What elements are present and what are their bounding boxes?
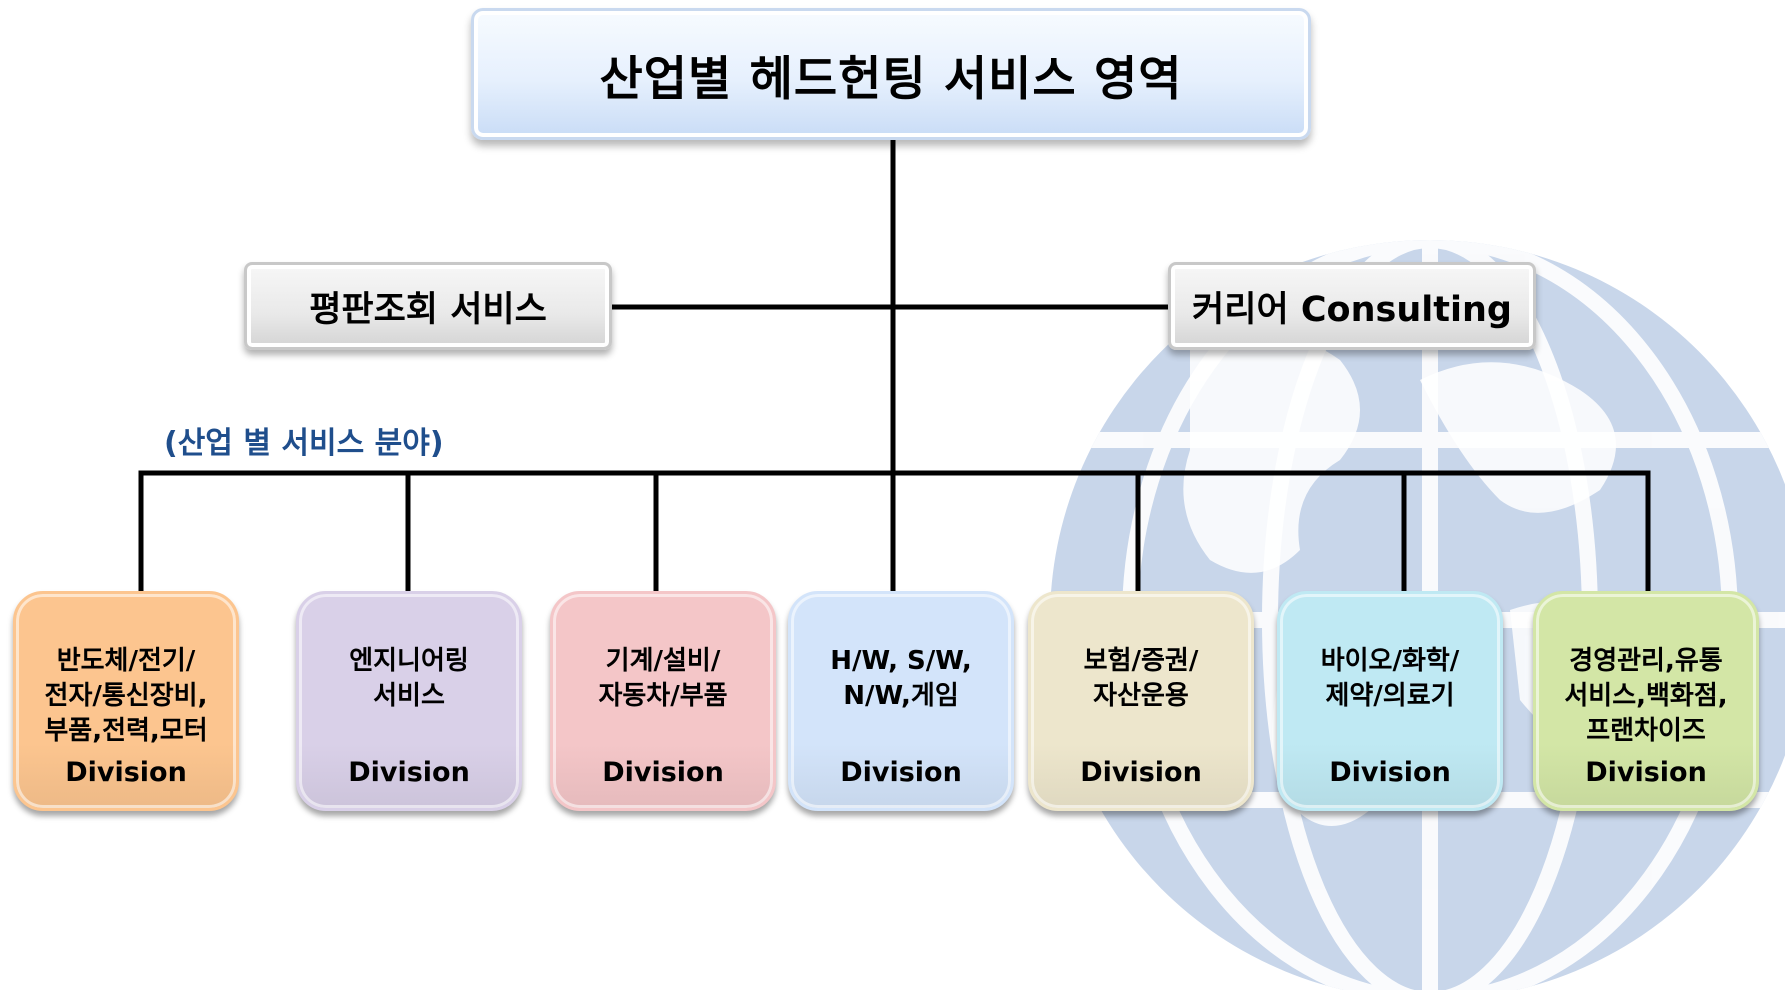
reputation-check-box: 평판조회 서비스 [244,262,612,350]
division-fields: 바이오/화학/ 제약/의료기 [1320,646,1460,711]
division-fields: 엔지니어링 서비스 [349,646,469,711]
title-text: 산업별 헤드헌팅 서비스 영역 [599,51,1183,107]
division-fields: 기계/설비/ 자동차/부품 [598,646,728,711]
division-box-machinery: 기계/설비/ 자동차/부품 Division [550,591,776,811]
career-consulting-box: 커리어 Consulting [1168,262,1536,350]
division-fields: 보험/증권/ 자산운용 [1083,646,1199,711]
title-box: 산업별 헤드헌팅 서비스 영역 [471,8,1311,140]
division-box-bio-chemical: 바이오/화학/ 제약/의료기 Division [1277,591,1503,811]
division-box-management-retail: 경영관리,유통 서비스,백화점, 프랜차이즈 Division [1533,591,1759,811]
division-box-finance: 보험/증권/ 자산운용 Division [1028,591,1254,811]
division-box-semiconductor: 반도체/전기/ 전자/통신장비, 부품,전력,모터 Division [13,591,239,811]
division-box-it-game: H/W, S/W, N/W,게임 Division [788,591,1014,811]
reputation-check-label: 평판조회 서비스 [309,289,547,330]
division-fields: 반도체/전기/ 전자/통신장비, 부품,전력,모터 [44,646,208,746]
division-label: Division [1585,757,1707,788]
career-consulting-label: 커리어 Consulting [1192,289,1512,330]
industry-services-heading: (산업 별 서비스 분야) [164,426,444,461]
division-box-engineering: 엔지니어링 서비스 Division [296,591,522,811]
division-label: Division [602,757,724,788]
division-label: Division [1080,757,1202,788]
division-label: Division [840,757,962,788]
connector-lines [138,137,1651,599]
division-label: Division [65,757,187,788]
division-label: Division [348,757,470,788]
division-fields: 경영관리,유통 서비스,백화점, 프랜차이즈 [1564,646,1728,746]
division-label: Division [1329,757,1451,788]
division-fields: H/W, S/W, N/W,게임 [830,646,972,711]
